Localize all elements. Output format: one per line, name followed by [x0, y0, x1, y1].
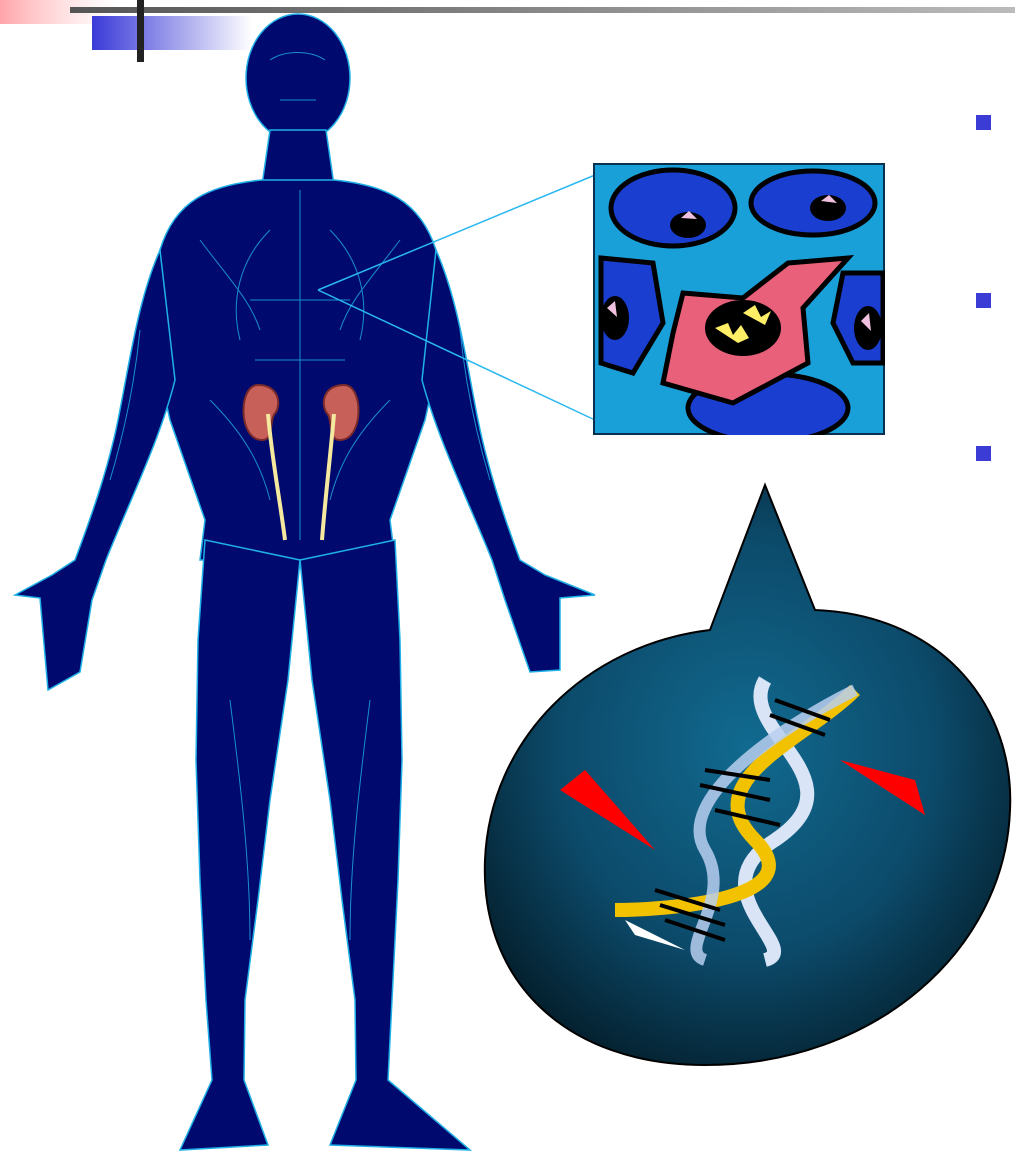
bullet-marker-3	[976, 446, 991, 461]
cell-magnification-inset	[593, 163, 885, 435]
dna-speech-bubble	[475, 480, 1015, 1070]
bullet-marker-2	[976, 293, 991, 308]
bullet-marker-1	[976, 115, 991, 130]
